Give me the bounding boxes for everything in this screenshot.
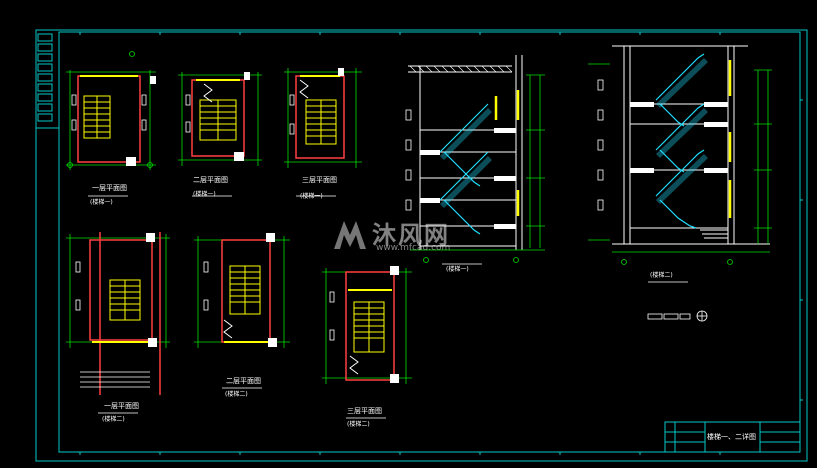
section-1-subtitle: (楼梯一) xyxy=(446,266,469,273)
watermark: 沐风网 www.mfcad.com xyxy=(330,213,490,257)
plan-1-drawing xyxy=(66,51,156,197)
plan-3-subtitle: (楼梯一) xyxy=(300,193,323,200)
plan-1-subtitle: (楼梯一) xyxy=(90,199,113,206)
plan-3-drawing xyxy=(284,68,362,197)
plan-4-drawing xyxy=(66,232,170,414)
section-1-drawing xyxy=(405,55,545,265)
plan-4-subtitle: (楼梯二) xyxy=(102,416,125,423)
watermark-logo-icon xyxy=(334,221,366,249)
watermark-url: www.mfcad.com xyxy=(376,243,451,253)
plan-6-subtitle: (楼梯二) xyxy=(347,421,370,428)
drawing-frame xyxy=(35,29,808,462)
plan-3-title: 三层平面图 xyxy=(302,176,337,184)
plan-4-title: 一层平面图 xyxy=(104,402,139,410)
title-block xyxy=(664,421,801,453)
watermark-brand: 沐风网 xyxy=(372,221,450,249)
plan-2-subtitle: (楼梯一) xyxy=(193,191,216,198)
section-2-subtitle: (楼梯二) xyxy=(650,272,673,279)
plan-6-title: 三层平面图 xyxy=(347,407,382,415)
section-2-drawing xyxy=(588,45,772,322)
plan-5-subtitle: (楼梯二) xyxy=(225,391,248,398)
title-block-drawing-name: 楼梯一、二详图 xyxy=(707,433,756,441)
plan-2-drawing xyxy=(178,72,262,197)
plan-5-title: 二层平面图 xyxy=(226,377,261,385)
frame-ticks xyxy=(79,32,803,455)
plan-5-drawing xyxy=(194,233,290,389)
plan-2-title: 二层平面图 xyxy=(193,176,228,184)
plan-6-drawing xyxy=(322,266,412,419)
plan-1-title: 一层平面图 xyxy=(92,184,127,192)
